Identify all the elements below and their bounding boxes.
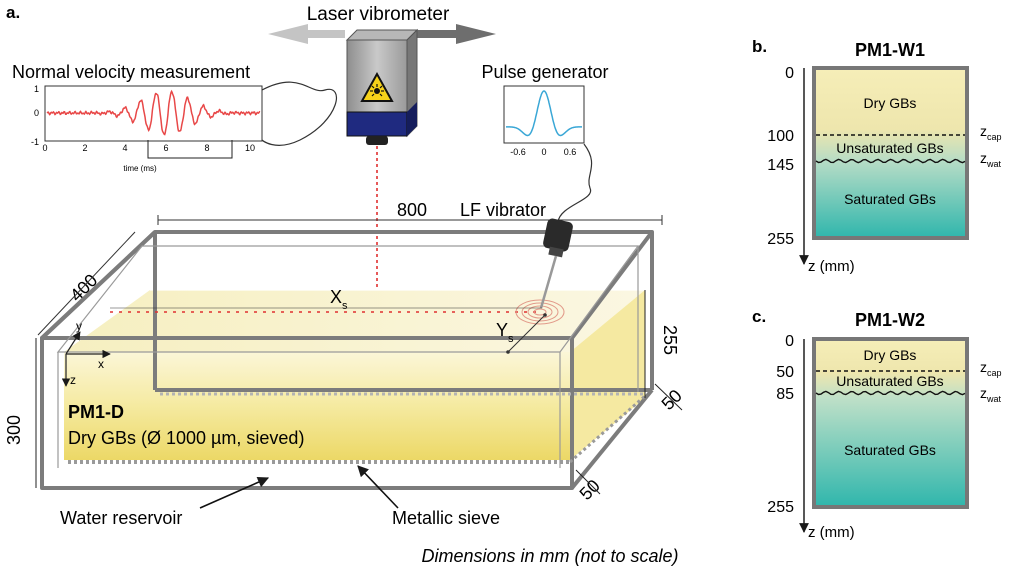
depth-axis-label-c: z (mm): [808, 524, 855, 541]
metallic-sieve-arrow: [357, 465, 399, 509]
velocity-plot: 1 0 -1 0 2 4 6 8 10 time (ms): [31, 84, 263, 173]
depth-tick-c: 0: [785, 333, 794, 350]
depth-tick-c: 85: [776, 386, 794, 403]
velocity-marker: [147, 140, 233, 159]
velocity-title: Normal velocity measurement: [12, 62, 250, 82]
lf-vibrator: [539, 218, 573, 309]
tank-frame: [40, 230, 654, 490]
ys-dimension: [507, 314, 546, 353]
depth-tick-b: 255: [767, 231, 794, 248]
layer-unsaturated: Unsaturated GBs: [836, 140, 943, 156]
velocity-xtick: 4: [122, 143, 127, 153]
velocity-ytick: 0: [34, 108, 39, 118]
tank-inner-rim: [56, 245, 640, 468]
velocity-xtick: 6: [163, 143, 168, 153]
zwat-label-c: zwat: [980, 385, 1002, 404]
coordinate-axes: [61, 331, 111, 387]
lf-vibrator-label: LF vibrator: [460, 200, 546, 220]
pulse-xtick: 0.6: [564, 147, 577, 157]
depth-tick-b: 100: [767, 128, 794, 145]
laser-warning-icon: [360, 71, 394, 102]
source-wave-rings: [515, 299, 565, 325]
velocity-xtick: 10: [245, 143, 255, 153]
pulse-signal: [506, 90, 582, 137]
panel-c-title: PM1-W2: [855, 310, 925, 330]
water-table-line: [815, 390, 966, 396]
metallic-sieve-label: Metallic sieve: [392, 508, 500, 528]
layer-unsaturated: Unsaturated GBs: [836, 373, 943, 389]
velocity-signal: [46, 89, 261, 136]
panel-c-label: c.: [752, 307, 766, 326]
panel-a-label: a.: [6, 3, 20, 22]
column-w1: Dry GBs Unsaturated GBs Saturated GBs: [812, 66, 969, 240]
laser-vibrometer-title: Laser vibrometer: [307, 4, 450, 25]
move-left-arrow: [268, 24, 345, 44]
pulse-plot: -0.6 0 0.6: [503, 85, 585, 157]
axis-y-label: y: [76, 319, 82, 333]
depth-tick-c: 255: [767, 499, 794, 516]
pulse-xtick: -0.6: [510, 147, 526, 157]
dim-800: 800: [397, 200, 427, 220]
velocity-xlabel: time (ms): [123, 164, 157, 173]
water-reservoir-arrow: [199, 476, 270, 509]
zcap-label-b: zcap: [980, 123, 1002, 142]
pulse-xtick: 0: [541, 147, 546, 157]
panel-b-title: PM1-W1: [855, 40, 925, 60]
depth-axis-label-b: z (mm): [808, 258, 855, 275]
velocity-xtick: 0: [42, 143, 47, 153]
column-w2: Dry GBs Unsaturated GBs Saturated GBs: [812, 337, 969, 509]
layer-saturated: Saturated GBs: [844, 442, 936, 458]
zwat-label-b: zwat: [980, 150, 1002, 169]
zcap-label-c: zcap: [980, 359, 1002, 378]
velocity-xtick: 8: [204, 143, 209, 153]
depth-tick-c: 50: [776, 364, 794, 381]
velocity-ytick: 1: [34, 84, 39, 94]
depth-tick-b: 0: [785, 65, 794, 82]
sample-name: PM1-D: [68, 402, 124, 422]
water-reservoir-label: Water reservoir: [60, 508, 182, 528]
axis-x-label: x: [98, 357, 104, 371]
velocity-cable: [261, 81, 338, 146]
xs-label: Xs: [330, 287, 348, 312]
dim-400-line: [37, 231, 136, 336]
axis-z-label: z: [70, 373, 76, 387]
water-table-line: [815, 158, 966, 164]
panel-b-label: b.: [752, 37, 767, 56]
dim-300: 300: [4, 415, 24, 445]
depth-tick-b: 145: [767, 157, 794, 174]
laser-vibrometer: [345, 28, 419, 145]
pulse-generator-title: Pulse generator: [481, 62, 608, 82]
dim-50-upper-line: [654, 383, 683, 411]
dim-50-lower-line: [575, 469, 601, 495]
velocity-xtick: 2: [82, 143, 87, 153]
layer-dry: Dry GBs: [864, 347, 917, 363]
sieve-right-edge: [569, 394, 646, 464]
move-right-arrow: [416, 24, 496, 44]
ys-label: Ys: [496, 320, 514, 345]
pulse-cable: [557, 143, 593, 223]
layer-dry: Dry GBs: [864, 95, 917, 111]
sample-description: Dry GBs (Ø 1000 µm, sieved): [68, 428, 304, 448]
velocity-ytick: -1: [31, 137, 39, 147]
dim-255: 255: [660, 325, 680, 355]
footnote: Dimensions in mm (not to scale): [421, 546, 678, 566]
tank-back-edges: [153, 232, 652, 392]
layer-saturated: Saturated GBs: [844, 191, 936, 207]
